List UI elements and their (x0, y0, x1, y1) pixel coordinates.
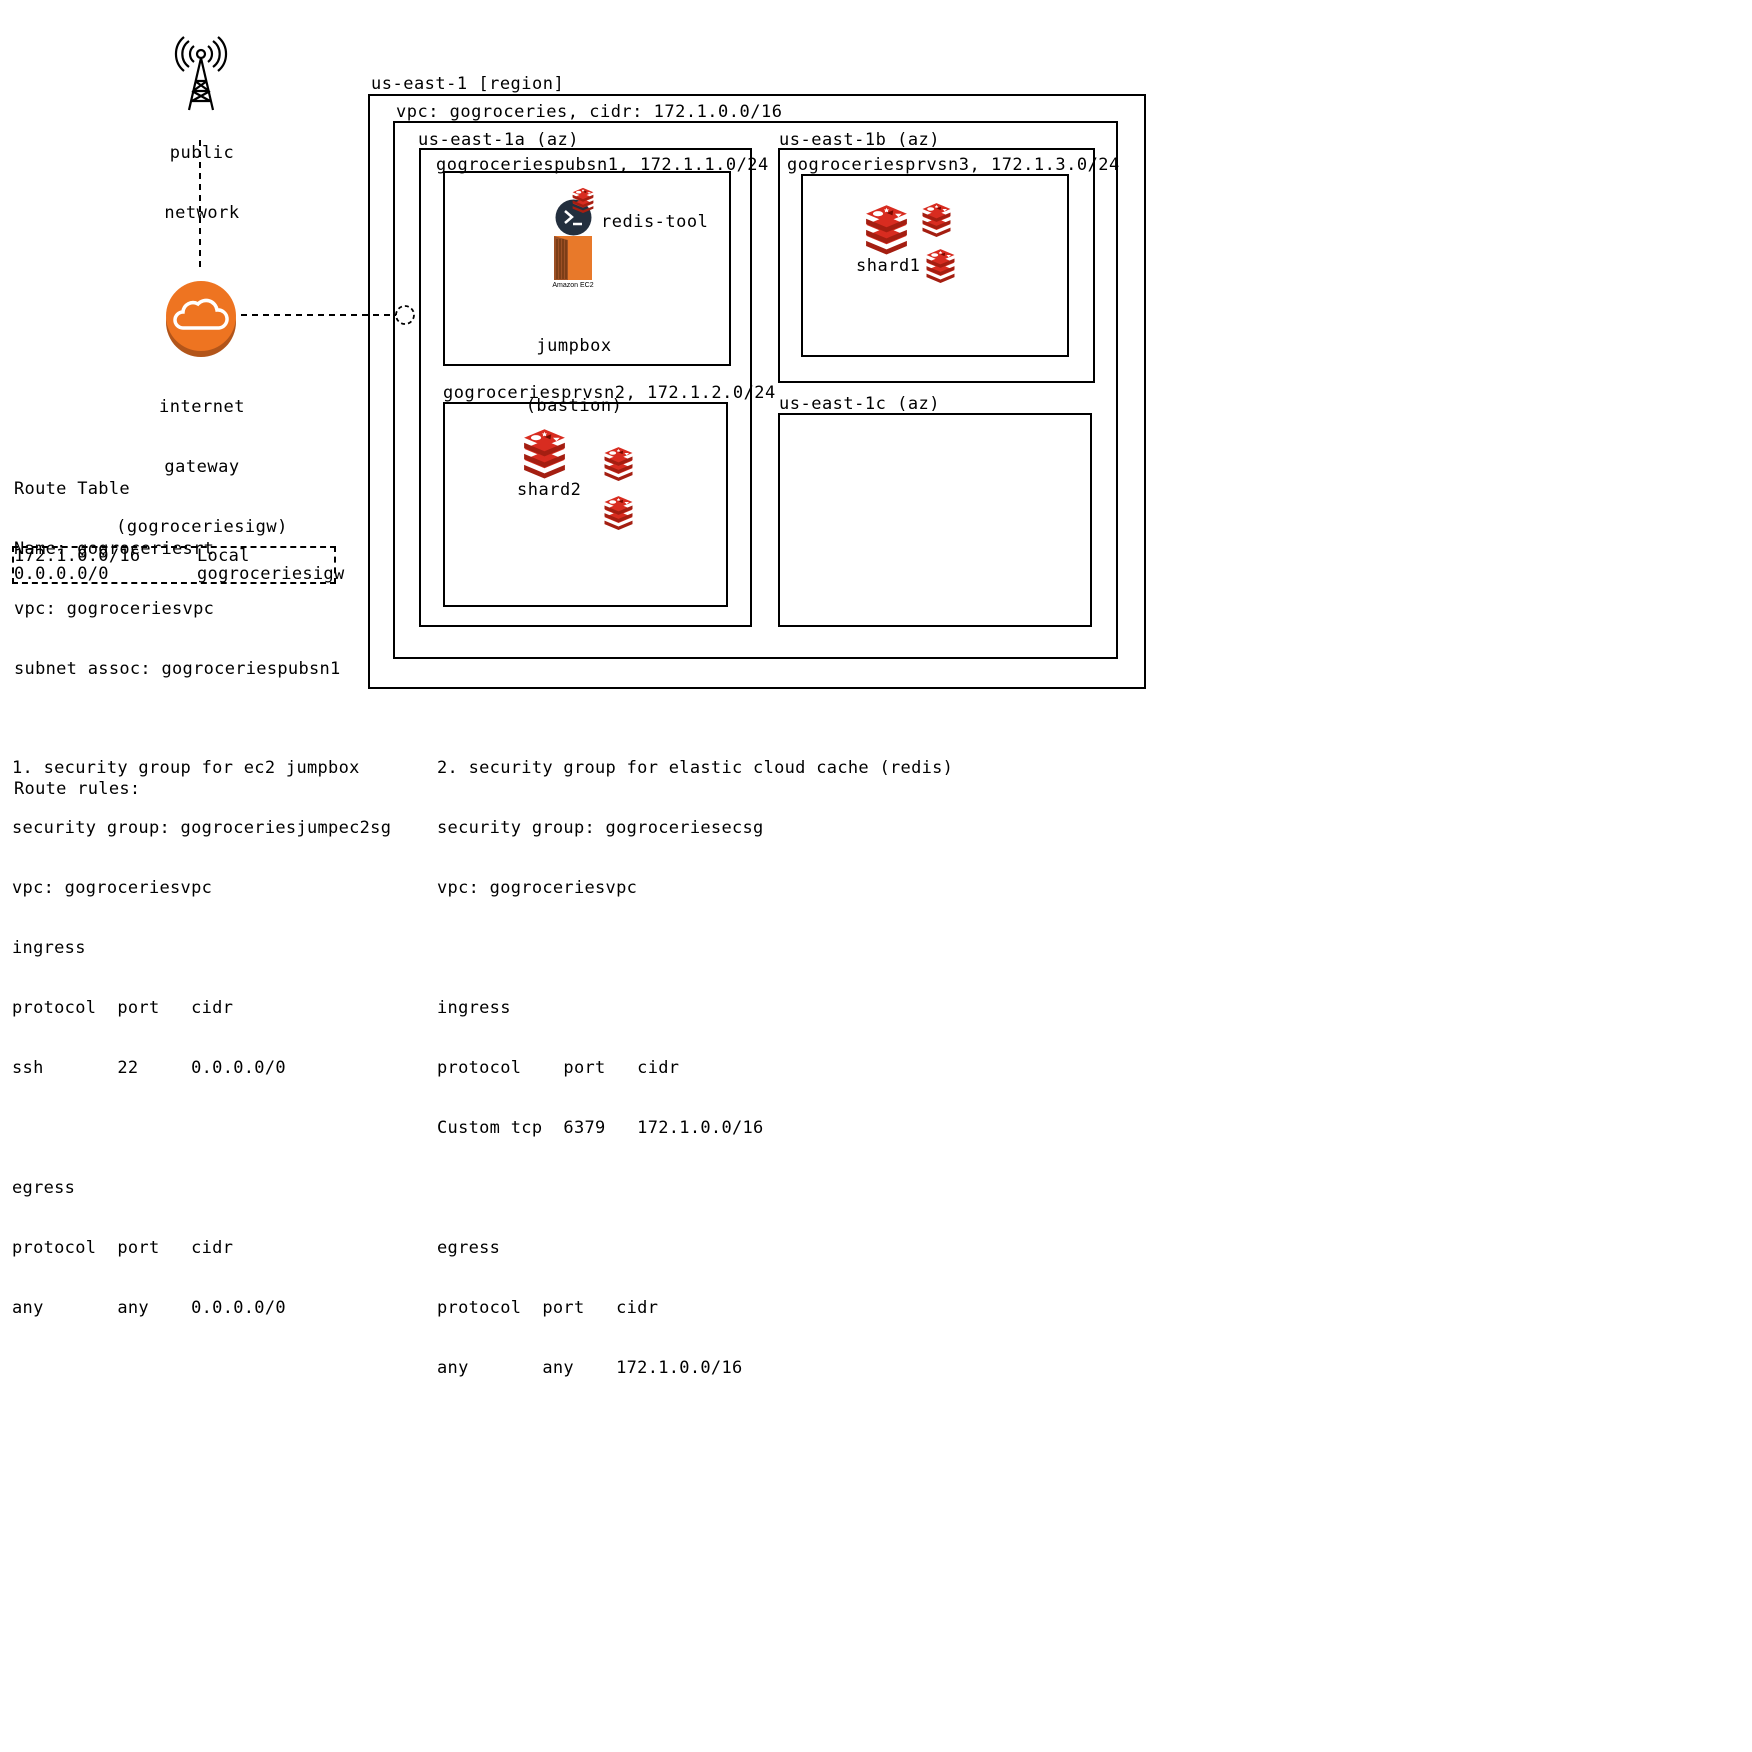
sg-redis-vpc: vpc: gogroceriesvpc (437, 878, 638, 898)
sg-redis-ingress-rule: Custom tcp 6379 172.1.0.0/16 (437, 1118, 764, 1138)
sg-redis-ingress-header: protocol port cidr (437, 1058, 680, 1078)
redis-replica-icon[interactable] (601, 445, 636, 482)
sg-redis-ingress-heading: ingress (437, 998, 511, 1018)
redis-icon[interactable] (570, 185, 596, 215)
route-table-info: Route Table Name: gogroceriesrt vpc: gog… (14, 439, 341, 819)
redis-replica-icon[interactable] (919, 201, 954, 238)
route-rule-row: 0.0.0.0/0 gogroceriesigw (14, 564, 344, 624)
public-network-label: public network (150, 103, 254, 243)
public-network-label-line1: public (169, 143, 235, 163)
route-table-vpc: vpc: gogroceriesvpc (14, 599, 215, 619)
route-rule-row: 172.1.0.0/16 Local (14, 546, 249, 606)
route-rules-heading: Route rules: (14, 779, 141, 799)
sg-jumpbox-egress-rule: any any 0.0.0.0/0 (12, 1298, 286, 1318)
pub-subnet-box (443, 171, 731, 366)
route-table-name: Name: gogroceriesrt (14, 539, 215, 559)
ec2-caption: Amazon EC2 (552, 282, 594, 289)
vpc-box (393, 121, 1118, 659)
region-box (368, 94, 1146, 689)
redis-tool-label: redis-tool (601, 212, 709, 232)
redis-primary-icon[interactable] (519, 427, 570, 479)
route-rule-target: gogroceriesigw (197, 564, 345, 584)
jumpbox-label-line2: (bastion) (525, 396, 623, 416)
az-1b-label: us-east-1b (az) (779, 130, 941, 150)
pub-subnet-label: gogroceriespubsn1, 172.1.1.0/24 (436, 155, 769, 175)
sg-redis-name: security group: gogroceriesecsg (437, 818, 764, 838)
sg-redis-block: 2. security group for elastic cloud cach… (437, 718, 953, 1398)
route-rule-cidr: 172.1.0.0/16 (14, 546, 141, 566)
az-1b-box (778, 148, 1095, 383)
sg-jumpbox-ingress-header: protocol port cidr (12, 998, 234, 1018)
igw-label-line1: internet (159, 397, 245, 417)
public-network-label-line2: network (164, 203, 240, 223)
shard2-label: shard2 (517, 480, 582, 500)
sg-jumpbox-vpc: vpc: gogroceriesvpc (12, 878, 213, 898)
route-rule-target: Local (197, 546, 250, 566)
prv-subnet-2-box (443, 402, 728, 607)
route-table-subnet-assoc: subnet assoc: gogroceriespubsn1 (14, 659, 341, 679)
vpc-label: vpc: gogroceries, cidr: 172.1.0.0/16 (396, 102, 783, 122)
route-rules-table (12, 546, 336, 584)
ec2-instance-icon[interactable] (554, 236, 592, 280)
sg-jumpbox-egress-header: protocol port cidr (12, 1238, 234, 1258)
sg-redis-egress-rule: any any 172.1.0.0/16 (437, 1358, 743, 1378)
sg-jumpbox-name: security group: gogroceriesjumpec2sg (12, 818, 392, 838)
sg-jumpbox-ingress-heading: ingress (12, 938, 86, 958)
internet-gateway-cloud-icon[interactable] (165, 278, 237, 358)
igw-label-line2: gateway (164, 457, 240, 477)
antenna-tower-icon (174, 36, 228, 111)
internet-gateway-label: internet gateway (gogroceriesigw) (110, 357, 294, 557)
route-rule-cidr: 0.0.0.0/0 (14, 564, 109, 584)
sg-redis-egress-heading: egress (437, 1238, 501, 1258)
sg-redis-blank (437, 938, 953, 958)
sg-redis-title: 2. security group for elastic cloud cach… (437, 758, 954, 778)
az-1a-box (419, 148, 752, 627)
az-1a-label: us-east-1a (az) (418, 130, 580, 150)
jumpbox-label-line1: jumpbox (536, 336, 612, 356)
sg-jumpbox-block: 1. security group for ec2 jumpbox securi… (12, 718, 391, 1338)
sg-jumpbox-blank (12, 1118, 391, 1138)
sg-redis-egress-header: protocol port cidr (437, 1298, 659, 1318)
sg-jumpbox-ingress-rule: ssh 22 0.0.0.0/0 (12, 1058, 286, 1078)
route-table-title: Route Table (14, 479, 130, 499)
jumpbox-label: jumpbox (bastion) (520, 296, 628, 436)
prv-subnet-2-label: gogroceriesprvsn2, 172.1.2.0/24 (443, 383, 776, 403)
prv-subnet-3-label: gogroceriesprvsn3, 172.1.3.0/24 (787, 155, 1120, 175)
az-1c-label: us-east-1c (az) (779, 394, 941, 414)
sg-redis-blank (437, 1178, 953, 1198)
az-1c-box (778, 413, 1092, 627)
redis-primary-icon[interactable] (861, 203, 912, 255)
sg-jumpbox-title: 1. security group for ec2 jumpbox (12, 758, 360, 778)
redis-replica-icon[interactable] (923, 247, 958, 284)
tower-to-igw-connector (199, 140, 415, 325)
terminal-icon[interactable] (555, 199, 592, 236)
igw-label-line3: (gogroceriesigw) (116, 517, 288, 537)
shard1-label: shard1 (856, 256, 921, 276)
redis-replica-icon[interactable] (601, 494, 636, 531)
prv-subnet-3-box (801, 174, 1069, 357)
region-label: us-east-1 [region] (371, 74, 565, 94)
sg-jumpbox-egress-heading: egress (12, 1178, 76, 1198)
